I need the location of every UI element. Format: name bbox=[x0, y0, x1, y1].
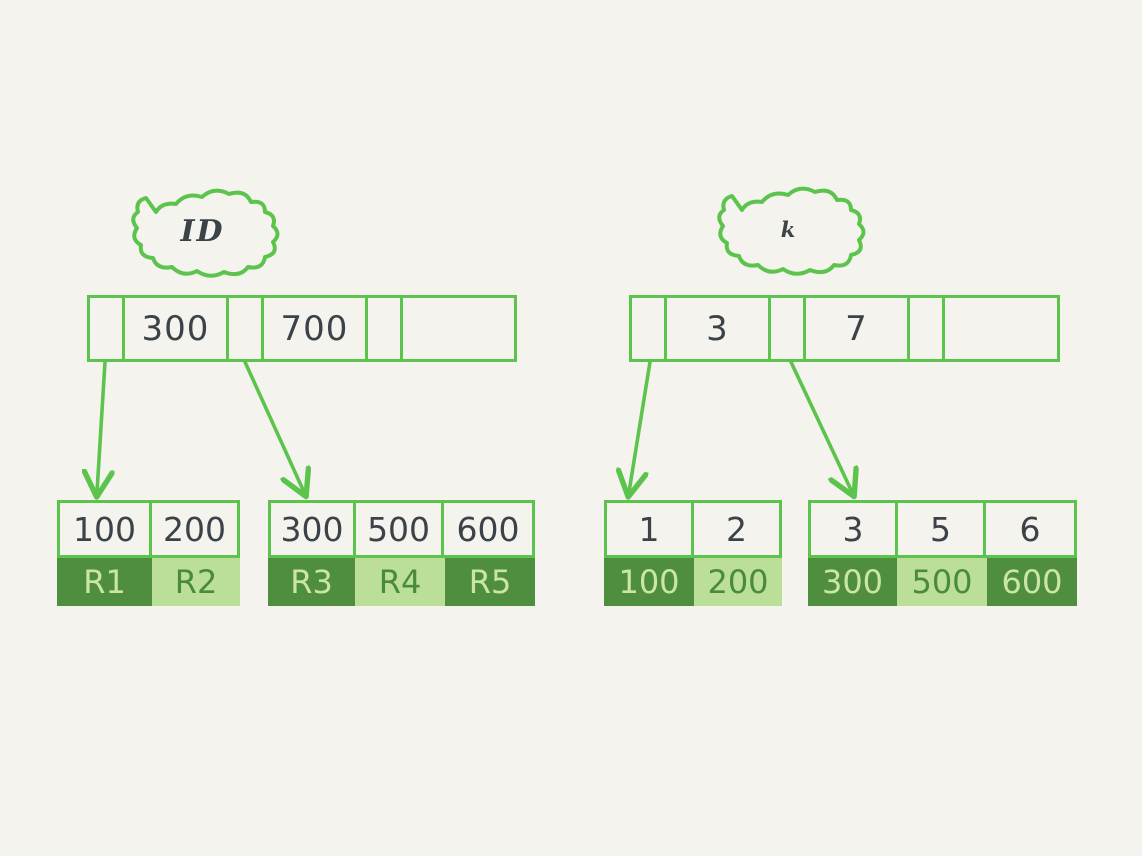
primary-leaf-1-value-cell-0[interactable]: R1 bbox=[57, 558, 152, 606]
secondary-leaf-1-value-cell-0[interactable]: 100 bbox=[604, 558, 694, 606]
primary-root-pointer-0[interactable] bbox=[90, 298, 125, 359]
secondary-leaf-2-key-cell-1[interactable]: 5 bbox=[898, 503, 987, 555]
primary-leaf-1-values: R1 R2 bbox=[57, 558, 240, 606]
secondary-leaf-2-value-cell-1[interactable]: 500 bbox=[897, 558, 987, 606]
primary-leaf-node-2[interactable]: 300 500 600 R3 R4 R5 bbox=[268, 500, 535, 606]
primary-leaf-1-key-cell-0[interactable]: 100 bbox=[60, 503, 152, 555]
primary-leaf-2-keys: 300 500 600 bbox=[268, 500, 535, 558]
secondary-leaf-2-keys: 3 5 6 bbox=[808, 500, 1077, 558]
secondary-root-pointer-2[interactable] bbox=[910, 298, 945, 359]
primary-leaf-2-value-cell-1[interactable]: R4 bbox=[355, 558, 445, 606]
primary-root-key-700[interactable]: 700 bbox=[264, 298, 368, 359]
secondary-root-pointer-0[interactable] bbox=[632, 298, 667, 359]
secondary-root-empty-slot[interactable] bbox=[945, 298, 1057, 359]
secondary-leaf-2-key-cell-0[interactable]: 3 bbox=[811, 503, 899, 555]
secondary-leaf-2-value-cell-2[interactable]: 600 bbox=[987, 558, 1077, 606]
secondary-leaf-node-1[interactable]: 1 2 100 200 bbox=[604, 500, 782, 606]
primary-root-pointer-1[interactable] bbox=[229, 298, 264, 359]
arrow-secondary-ptr2-to-leaf2 bbox=[789, 360, 852, 492]
secondary-leaf-1-values: 100 200 bbox=[604, 558, 782, 606]
primary-root-empty-slot[interactable] bbox=[403, 298, 514, 359]
secondary-root-key-3[interactable]: 3 bbox=[667, 298, 771, 359]
primary-leaf-1-value-cell-1[interactable]: R2 bbox=[152, 558, 240, 606]
primary-leaf-1-key-cell-1[interactable]: 200 bbox=[162, 509, 226, 549]
primary-leaf-2-value-cell-0[interactable]: R3 bbox=[268, 558, 355, 606]
primary-leaf-1-keys: 100 200 bbox=[57, 500, 240, 558]
secondary-leaf-2-values: 300 500 600 bbox=[808, 558, 1077, 606]
secondary-leaf-2-value-cell-0[interactable]: 300 bbox=[808, 558, 897, 606]
arrow-primary-ptr2-to-leaf2 bbox=[243, 360, 304, 492]
primary-leaf-2-key-cell-1[interactable]: 500 bbox=[356, 503, 445, 555]
primary-leaf-2-value-cell-2[interactable]: R5 bbox=[445, 558, 535, 606]
cloud-label-k-text: k bbox=[780, 216, 797, 242]
cloud-label-id: ID bbox=[140, 200, 265, 262]
secondary-leaf-2-key-cell-2[interactable]: 6 bbox=[1019, 509, 1041, 549]
primary-leaf-2-key-cell-0[interactable]: 300 bbox=[271, 503, 357, 555]
primary-leaf-node-1[interactable]: 100 200 R1 R2 bbox=[57, 500, 240, 606]
primary-leaf-2-values: R3 R4 R5 bbox=[268, 558, 535, 606]
arrow-secondary-ptr1-to-leaf1 bbox=[629, 360, 652, 492]
primary-root-pointer-2[interactable] bbox=[368, 298, 403, 359]
cloud-label-k: k bbox=[726, 198, 851, 260]
secondary-leaf-1-key-cell-1[interactable]: 2 bbox=[726, 509, 747, 549]
primary-root-key-300[interactable]: 300 bbox=[125, 298, 229, 359]
cloud-label-id-text: ID bbox=[180, 213, 225, 249]
primary-leaf-2-key-cell-2[interactable]: 600 bbox=[456, 509, 520, 549]
primary-index-root-node[interactable]: 300 700 bbox=[87, 295, 517, 362]
secondary-leaf-node-2[interactable]: 3 5 6 300 500 600 bbox=[808, 500, 1077, 606]
secondary-leaf-1-value-cell-1[interactable]: 200 bbox=[694, 558, 782, 606]
secondary-index-root-node[interactable]: 3 7 bbox=[629, 295, 1060, 362]
secondary-root-key-7[interactable]: 7 bbox=[806, 298, 910, 359]
secondary-leaf-1-key-cell-0[interactable]: 1 bbox=[607, 503, 695, 555]
arrow-primary-ptr1-to-leaf1 bbox=[97, 360, 105, 492]
secondary-root-pointer-1[interactable] bbox=[771, 298, 806, 359]
secondary-leaf-1-keys: 1 2 bbox=[604, 500, 782, 558]
